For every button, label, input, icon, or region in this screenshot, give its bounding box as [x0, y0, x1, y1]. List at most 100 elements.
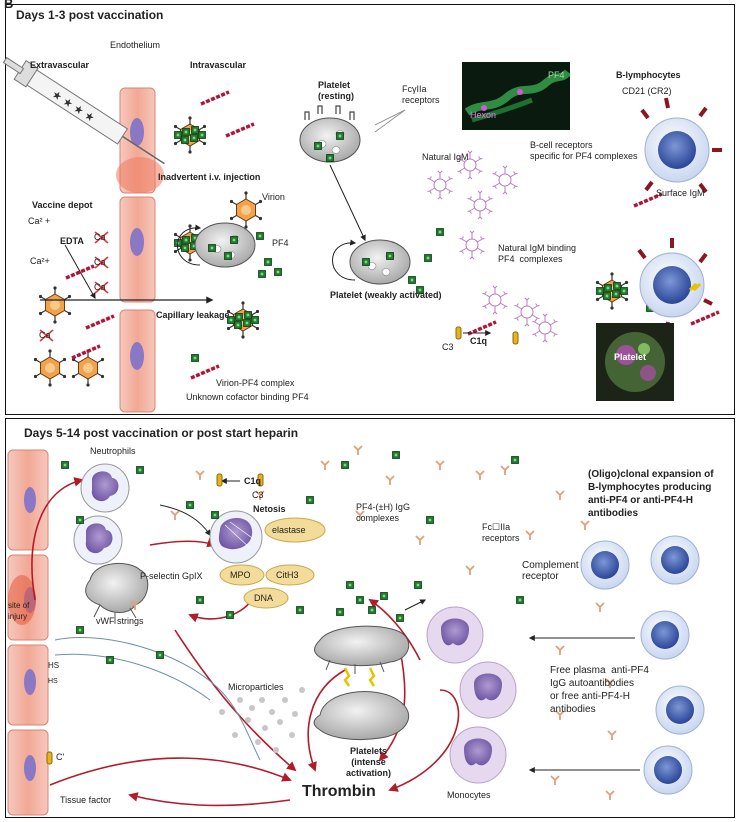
- label-pselectin: P-selectin GpIX: [140, 571, 203, 581]
- label-c3-bottom: C3: [252, 490, 264, 500]
- intensely-activated-platelet: [314, 625, 410, 674]
- label-b-lymphocytes: B-lymphocytes: [616, 70, 681, 80]
- label-dna: DNA: [254, 593, 274, 603]
- label-hs: HS: [48, 661, 60, 670]
- label-cith3: CitH3: [276, 570, 299, 580]
- label-complement-receptor: Complement receptor: [522, 560, 579, 582]
- b-lymphocyte: [580, 540, 630, 590]
- weakly-activated-platelet-2: [349, 239, 411, 285]
- label-microparticles: Microparticles: [228, 682, 284, 692]
- label-bcell-receptors: B-cell receptors specific for PF4 comple…: [530, 140, 638, 161]
- b-lymphocyte: [640, 610, 690, 660]
- label-micro-hexon: Hexon: [470, 110, 497, 120]
- label-capillary-leakage: Capillary leakage: [156, 310, 230, 320]
- virion-pf4-complex-icon: [227, 301, 259, 338]
- label-unknown-cofactor: Unknown cofactor binding PF4: [186, 392, 309, 402]
- label-free-plasma: Free plasma anti-PF4 IgG autoantibodies …: [550, 665, 649, 715]
- neutrophil: [80, 463, 130, 513]
- label-inadvertent-injection: Inadvertent i.v. injection: [158, 172, 261, 182]
- label-fc-receptors-bottom: Fc☐IIa receptors: [482, 522, 520, 543]
- netosis-products: [219, 517, 326, 609]
- label-ca-x1: Ca: [94, 232, 106, 242]
- endothelium-cells-bottom: [7, 449, 49, 816]
- label-micro-pf4: PF4: [548, 70, 565, 80]
- label-fc-receptors: FcγIIa receptors: [402, 84, 440, 105]
- label-hs-2: HS: [48, 678, 58, 685]
- cofactor-chain-icon: [466, 320, 498, 336]
- neutrophil: [73, 515, 123, 565]
- label-platelet-weak: Platelet (weakly activated): [330, 290, 442, 300]
- label-ca-x3: Ca: [94, 282, 106, 292]
- panel-letter: B: [4, 0, 14, 11]
- label-natural-igm: Natural IgM: [422, 152, 469, 162]
- label-vwf-strings: vWF strings: [96, 616, 144, 626]
- cofactor-chain-icon: [199, 90, 231, 106]
- label-platelets-intense: Platelets (intense activation): [346, 746, 392, 778]
- resting-platelet: [299, 105, 361, 163]
- vwf-strings: [54, 637, 261, 761]
- panel-bottom: [5, 418, 735, 818]
- label-c-prime: C': [56, 752, 65, 762]
- label-surface-igm: Surface IgM: [656, 188, 705, 198]
- label-intravascular: Intravascular: [190, 60, 247, 70]
- top-panel-title: Days 1-3 post vaccination: [16, 8, 164, 22]
- virion-icon: [229, 190, 263, 230]
- calcium-blocked-marks: [39, 231, 109, 342]
- label-mpo: MPO: [230, 570, 251, 580]
- label-edta: EDTA: [60, 236, 84, 246]
- label-tissue-factor: Tissue factor: [60, 795, 112, 805]
- weakly-activated-platelet: [194, 222, 256, 268]
- endothelium-cells: [116, 87, 164, 413]
- label-neutrophils: Neutrophils: [90, 446, 136, 456]
- label-cd21: CD21 (CR2): [622, 86, 672, 96]
- cofactor-chain-icon: [224, 122, 256, 138]
- cofactor-chain-icon: [70, 344, 102, 360]
- label-endothelium: Endothelium: [110, 40, 161, 50]
- pf4-hexon-micrograph: [462, 62, 570, 130]
- label-c1q: C1q: [470, 336, 488, 346]
- label-virion-pf4: Virion-PF4 complex: [216, 378, 295, 388]
- netosis-cell: [209, 510, 263, 564]
- label-site-of-injury: site of injury: [8, 601, 30, 621]
- platelet-micrograph: [596, 323, 674, 401]
- label-elastase: elastase: [272, 525, 306, 535]
- monocyte: [459, 661, 517, 719]
- monocyte: [426, 606, 484, 664]
- microparticles: [219, 687, 305, 753]
- virion-icon: [38, 285, 72, 325]
- label-vaccine-depot: Vaccine depot: [32, 200, 93, 210]
- label-pf4-igg: PF4-(±H) IgG complexes: [356, 502, 410, 523]
- label-ca-2: Ca²+: [30, 256, 50, 266]
- label-thrombin: Thrombin: [302, 783, 376, 800]
- cofactor-chain-icon: [84, 314, 116, 330]
- label-ca-x4: Ca: [39, 330, 51, 340]
- label-virion: Virion: [262, 192, 285, 202]
- cofactor-chain-icon: [189, 364, 221, 380]
- activated-platelet-adherent: [85, 562, 149, 624]
- panel-top: [5, 4, 735, 415]
- label-ca-x2: Ca: [94, 257, 106, 267]
- label-c1q-bottom: C1q: [244, 476, 262, 486]
- label-oligoclonal: (Oligo)clonal expansion of B-lymphocytes…: [588, 469, 714, 519]
- b-lymphocyte-activated: [637, 238, 713, 333]
- cofactor-chain-icon: [689, 310, 721, 326]
- b-lymphocyte: [650, 535, 700, 585]
- bottom-panel-title: Days 5-14 post vaccination or post start…: [24, 426, 299, 440]
- label-c3: C3: [442, 342, 454, 352]
- intensely-activated-platelet-2: [313, 691, 410, 741]
- b-lymphocyte: [640, 97, 722, 194]
- virion-pf4-complex-icon: [596, 272, 628, 309]
- monocyte: [449, 726, 507, 784]
- virion-icon: [33, 348, 67, 388]
- label-netosis: Netosis: [253, 504, 286, 514]
- label-micro-platelet: Platelet: [614, 352, 647, 362]
- label-pf4: PF4: [272, 238, 289, 248]
- label-monocytes: Monocytes: [447, 790, 491, 800]
- label-extravascular: Extravascular: [30, 60, 90, 70]
- label-platelet-resting: Platelet (resting): [318, 80, 354, 101]
- label-natural-igm-binding: Natural IgM binding PF4 complexes: [498, 243, 577, 264]
- b-lymphocyte: [643, 745, 693, 795]
- b-lymphocyte: [655, 685, 705, 735]
- label-ca-1: Ca² +: [28, 216, 51, 226]
